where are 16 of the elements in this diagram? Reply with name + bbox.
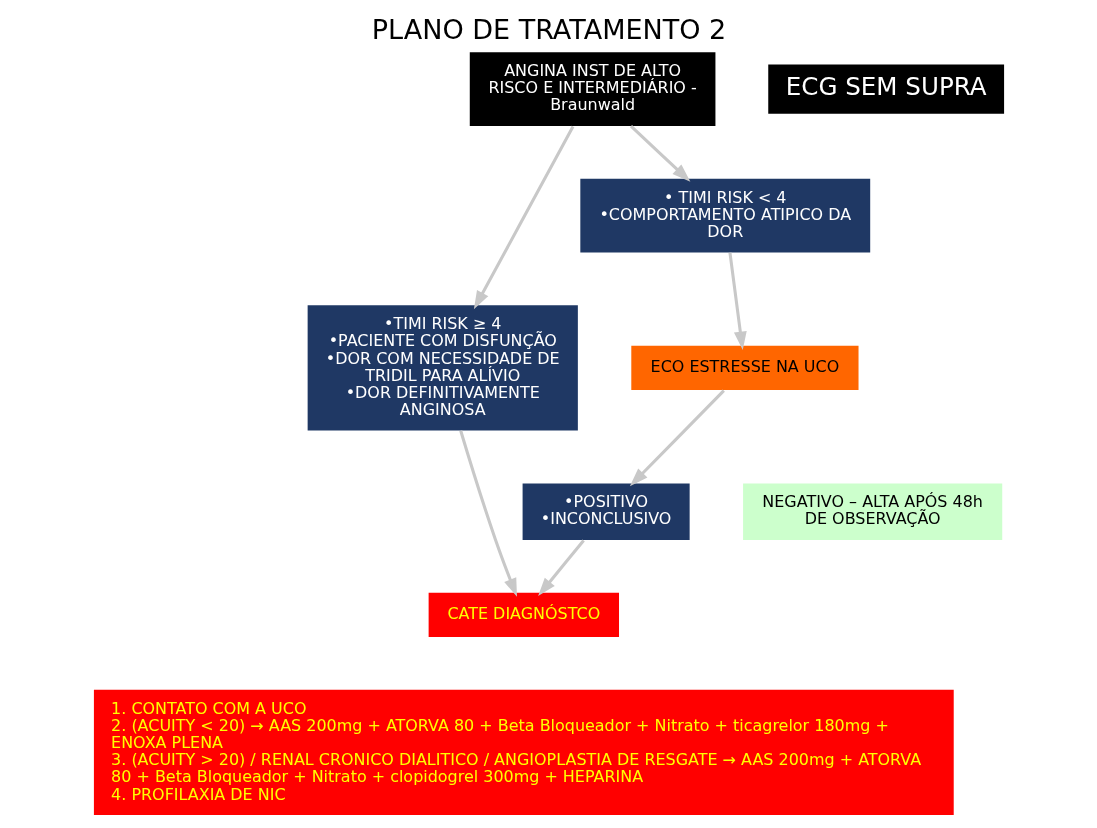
arrow [473,125,574,310]
node-box: • TIMI RISK < 4 •COMPORTAMENTO ATIPICO DA DOR [579,178,870,253]
node-box: •POSITIVO •INCONCLUSIVO [522,483,690,540]
arrow [629,389,725,487]
diagram-title: PLANO DE TRATAMENTO 2 [371,14,726,46]
node-box: ECO ESTRESSE NA UCO [630,345,859,391]
node-box: CATE DIAGNÓSTCO [428,592,619,637]
node-box: •TIMI RISK ≥ 4 •PACIENTE COM DISFUNÇÃO •DOR COM NECESSIDADE DE TRIDIL PARA ALÍVIO •DOR DEFINITIVAMENTE ANGINOSA [307,305,578,431]
arrow [629,125,690,182]
arrow [537,539,585,597]
node-box: ANGINA INST DE ALTO RISCO E INTERMEDIÁRIO - Braunwald [469,52,715,126]
arrow [458,430,517,597]
node-box: NEGATIVO – ALTA APÓS 48h DE OBSERVAÇÃO [742,483,1002,540]
node-box: ECG SEM SUPRA [767,64,1004,114]
node-box: 1. CONTATO COM A UCO 2. (ACUITY < 20) → AAS 200mg + ATORVA 80 + Beta Bloqueador + Nitrato + ticagrelor 180mg + ENOXA PLENA 3. (ACUITY > 20) / RENAL CRONICO DIALITICO / ANGIOPLASTIA DE RESGATE → AAS 200mg + ATORVA 80 + Beta Bloqueador + Nitrato + clopidogrel 300mg + HEPARINA 4. PROFILAXIA DE NIC [93,689,954,816]
arrow [727,252,747,351]
